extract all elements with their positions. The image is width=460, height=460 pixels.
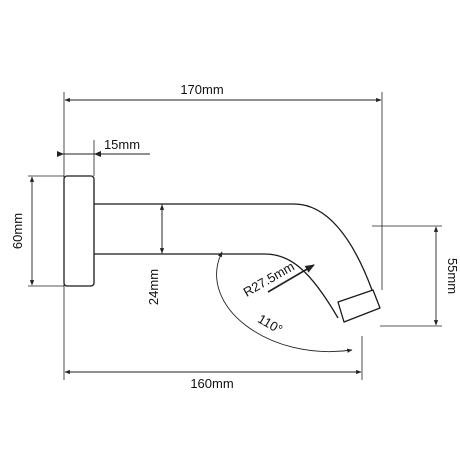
dimension-lines bbox=[29, 97, 439, 375]
wall-flange bbox=[63, 175, 95, 287]
arm-upper-edge bbox=[94, 203, 373, 291]
flange-thickness-label: 15mm bbox=[104, 137, 140, 152]
bend-angle-label: 110° bbox=[255, 311, 285, 337]
extension-lines bbox=[28, 92, 442, 380]
bend-angle-arc bbox=[216, 251, 353, 353]
reach-length-label: 160mm bbox=[190, 376, 233, 391]
dimension-labels: 170mm 15mm 60mm 24mm 55mm R27.5mm 110° 1… bbox=[10, 82, 460, 391]
arm-diameter-label: 24mm bbox=[146, 269, 161, 305]
outlet-nozzle bbox=[337, 289, 381, 323]
overall-length-label: 170mm bbox=[180, 82, 223, 97]
arm-lower-edge bbox=[94, 253, 339, 319]
spout-outline bbox=[63, 175, 381, 323]
flange-diameter-label: 60mm bbox=[10, 213, 25, 249]
drop-height-label: 55mm bbox=[445, 258, 460, 294]
